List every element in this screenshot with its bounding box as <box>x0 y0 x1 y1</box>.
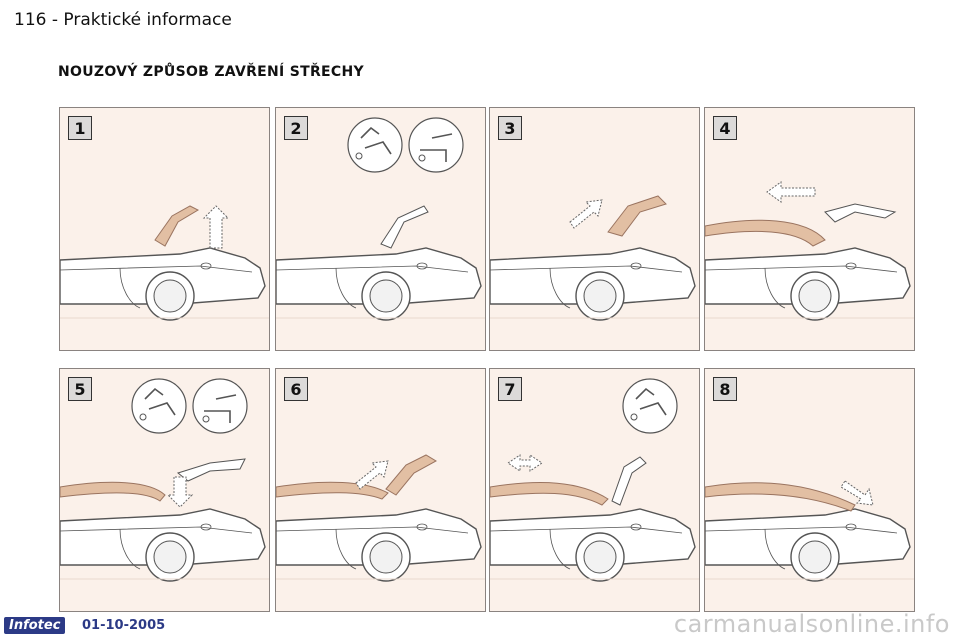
car-roof-illustration <box>705 181 914 321</box>
step-panel-3: 3 <box>489 107 700 351</box>
footer-date: 01-10-2005 <box>82 618 166 633</box>
header-separator: - <box>46 10 64 30</box>
step-number: 5 <box>68 377 92 401</box>
step-panel-4: 4 <box>704 107 915 351</box>
page-number: 116 <box>14 10 47 30</box>
car-roof-illustration <box>60 378 269 582</box>
step-panel-7: 7 <box>489 368 700 612</box>
step-number: 2 <box>284 116 308 140</box>
car-roof-illustration <box>705 480 914 582</box>
watermark: carmanualsonline.info <box>673 610 950 638</box>
car-roof-illustration <box>60 205 269 321</box>
car-roof-illustration <box>276 454 485 582</box>
page-header: 116 - Praktické informace <box>14 10 232 30</box>
infotec-logo: Infotec <box>4 617 66 634</box>
step-number: 1 <box>68 116 92 140</box>
step-panel-1: 1 <box>59 107 270 351</box>
step-number: 3 <box>498 116 522 140</box>
car-roof-illustration <box>490 378 699 582</box>
step-number: 8 <box>713 377 737 401</box>
step-number: 7 <box>498 377 522 401</box>
car-roof-illustration <box>276 117 485 321</box>
step-panel-2: 2 <box>275 107 486 351</box>
car-roof-illustration <box>490 195 699 321</box>
section-title: Praktické informace <box>63 10 232 30</box>
step-panel-5: 5 <box>59 368 270 612</box>
step-panel-8: 8 <box>704 368 915 612</box>
step-panel-6: 6 <box>275 368 486 612</box>
step-number: 4 <box>713 116 737 140</box>
page-title: NOUZOVÝ ZPŮSOB ZAVŘENÍ STŘECHY <box>58 64 364 80</box>
step-number: 6 <box>284 377 308 401</box>
